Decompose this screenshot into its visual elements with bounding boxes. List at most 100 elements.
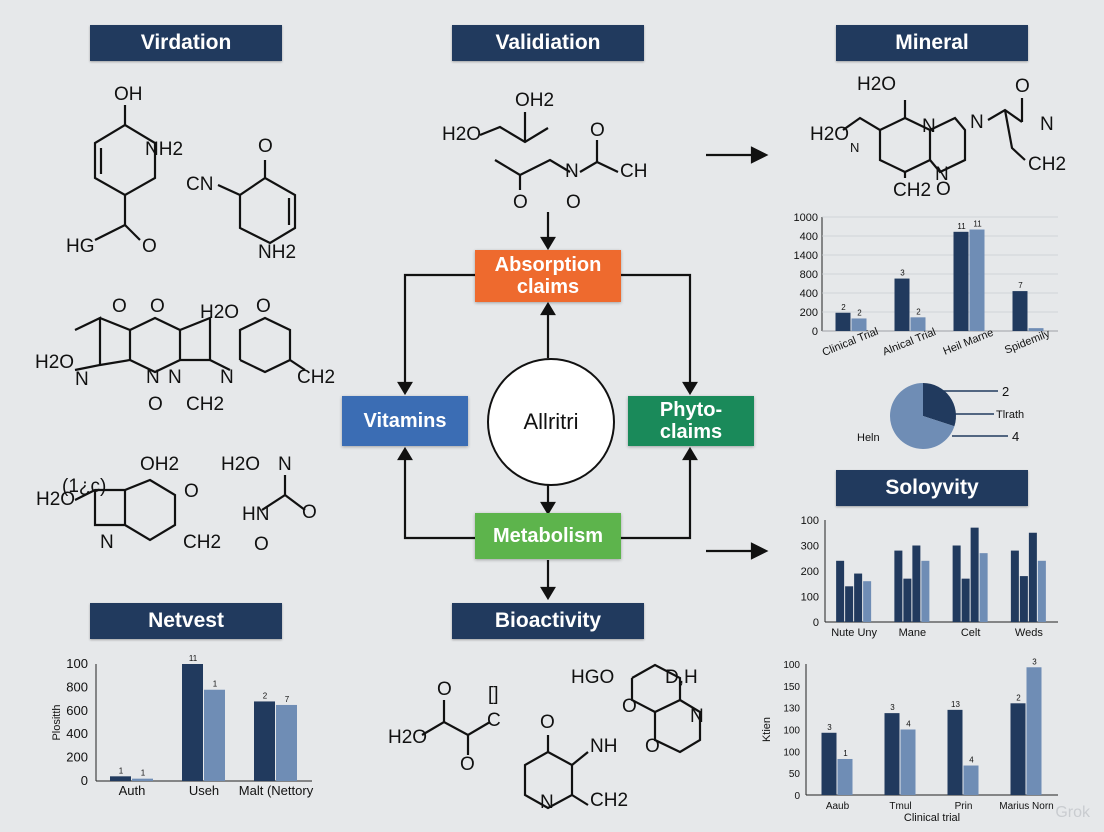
chart-bar <box>970 527 979 622</box>
chart-bar <box>1010 703 1026 795</box>
chart-tick-label: 100 <box>801 515 819 527</box>
svg-text:H2O: H2O <box>221 454 260 475</box>
svg-text:N: N <box>220 367 234 388</box>
chart-tick-label: 200 <box>66 750 88 765</box>
svg-text:H2O: H2O <box>857 74 896 95</box>
chart-tick-label: 100 <box>801 592 819 604</box>
chart-category-label: Nute Uny <box>831 627 877 639</box>
chart-bar <box>921 560 930 622</box>
metabolism-box: Metabolism <box>475 513 621 559</box>
chart-bar <box>1012 291 1028 331</box>
molecule-amide: H2O N HN O O <box>221 454 317 555</box>
chart-tick-label: 0 <box>813 617 819 629</box>
svg-text:O: O <box>112 296 127 317</box>
svg-text:CN: CN <box>186 174 213 195</box>
svg-text:O: O <box>256 296 271 317</box>
svg-text:H2O: H2O <box>442 124 481 145</box>
chart-bar-label: 3 <box>1032 657 1037 666</box>
chart-bar-label: 3 <box>890 703 895 712</box>
svg-text:N: N <box>970 112 984 133</box>
svg-text:OH: OH <box>114 84 143 105</box>
header-bottom-center: Bioactivity <box>452 603 644 639</box>
chart-bar <box>894 550 903 622</box>
chart-tick-label: 100 <box>783 660 800 671</box>
chart-bar <box>854 573 863 622</box>
chart-category-label: Auth <box>119 783 146 798</box>
svg-text:CH2: CH2 <box>183 532 221 553</box>
chart-tick-label: 200 <box>800 307 818 319</box>
svg-text:H2O: H2O <box>810 124 849 145</box>
svg-text:N: N <box>146 367 160 388</box>
absorption-claims-box: Absorption claims <box>475 250 621 302</box>
svg-text:O: O <box>460 754 475 775</box>
svg-text:O: O <box>566 192 581 213</box>
chart-category-label: Mane <box>899 627 927 639</box>
chart-bar-label: 7 <box>1018 281 1023 290</box>
svg-text:NH2: NH2 <box>145 139 183 160</box>
chart-bar <box>110 776 131 781</box>
molecule-pyridine: OH NH2 HG O <box>66 84 183 257</box>
svg-text:O: O <box>302 502 317 523</box>
chart-bar-label: 11 <box>957 222 966 231</box>
svg-text:OH2: OH2 <box>515 90 554 111</box>
chart-tick-label: 800 <box>66 679 88 694</box>
chart-tick-label: 400 <box>66 726 88 741</box>
chart-bar-label: 4 <box>969 756 974 765</box>
svg-text:O: O <box>622 696 637 717</box>
svg-text:O: O <box>1015 76 1030 97</box>
chart-tick-label: 600 <box>66 703 88 718</box>
svg-text:[]: [] <box>488 684 499 705</box>
phyto-claims-box: Phyto- claims <box>628 396 754 446</box>
svg-text:OH2: OH2 <box>140 454 179 475</box>
chart-bar <box>132 778 153 781</box>
svg-text:O: O <box>150 296 165 317</box>
header-mid-right: Soloyvity <box>836 470 1028 506</box>
chart-tick-label: 800 <box>800 269 818 281</box>
svg-text:H2O: H2O <box>36 489 75 510</box>
chart-bar <box>1019 576 1028 622</box>
chart-tick-label: 1400 <box>794 250 818 262</box>
chart-bar-label: 2 <box>1016 693 1021 702</box>
molecule-tricyclic: O O H2O O H2O N N O N CH2 N CH2 <box>35 296 335 415</box>
chart-bar <box>903 578 912 622</box>
svg-text:O: O <box>258 136 273 157</box>
flow-connectors <box>397 146 769 601</box>
svg-text:H2O: H2O <box>388 727 427 748</box>
chart-tick-label: 400 <box>800 288 818 300</box>
svg-text:N: N <box>935 164 949 185</box>
svg-text:CH: CH <box>620 161 647 182</box>
chart-tick-label: 200 <box>801 566 819 578</box>
svg-text:O: O <box>142 236 157 257</box>
chart-bar <box>254 701 275 781</box>
chart-tick-label: 150 <box>783 682 800 693</box>
header-top-center: Validiation <box>452 25 644 61</box>
chart-bar-label: 2 <box>263 691 268 700</box>
svg-text:CH2: CH2 <box>1028 154 1066 175</box>
chart-tick-label: 100 <box>66 656 88 671</box>
vitamins-box: Vitamins <box>342 396 468 446</box>
chart-tick-label: 130 <box>783 704 800 715</box>
pie-label: Heln <box>857 432 880 444</box>
molecule-bioactivity: O [] H2O C O HGO D,H O N O O NH N CH2 <box>388 663 704 813</box>
pie-slice <box>923 383 956 427</box>
chart-bar <box>910 317 926 331</box>
chart-bar-label: 7 <box>285 695 290 704</box>
molecule-cn-ring: CN O NH2 <box>186 136 297 263</box>
svg-text:O: O <box>936 179 951 200</box>
chart-bar-label: 11 <box>973 220 982 229</box>
svg-text:O: O <box>254 534 269 555</box>
chart-tick-label: 50 <box>789 769 801 780</box>
chart-tick-label: 100 <box>783 726 800 737</box>
chart-bar-label: 13 <box>951 700 960 709</box>
chart-bar-label: 2 <box>841 303 846 312</box>
chart-category-label: Weds <box>1015 627 1043 639</box>
chart-bar <box>1028 532 1037 622</box>
molecule-quinoline: OH2 (1¿c) H2O O N CH2 <box>36 454 221 553</box>
chart-bar <box>1037 560 1046 622</box>
svg-text:O: O <box>540 712 555 733</box>
chart-category-label: Useh <box>189 783 219 798</box>
svg-text:O: O <box>513 192 528 213</box>
chart-bar <box>894 278 910 331</box>
chart-y-label: Ktien <box>761 717 773 742</box>
